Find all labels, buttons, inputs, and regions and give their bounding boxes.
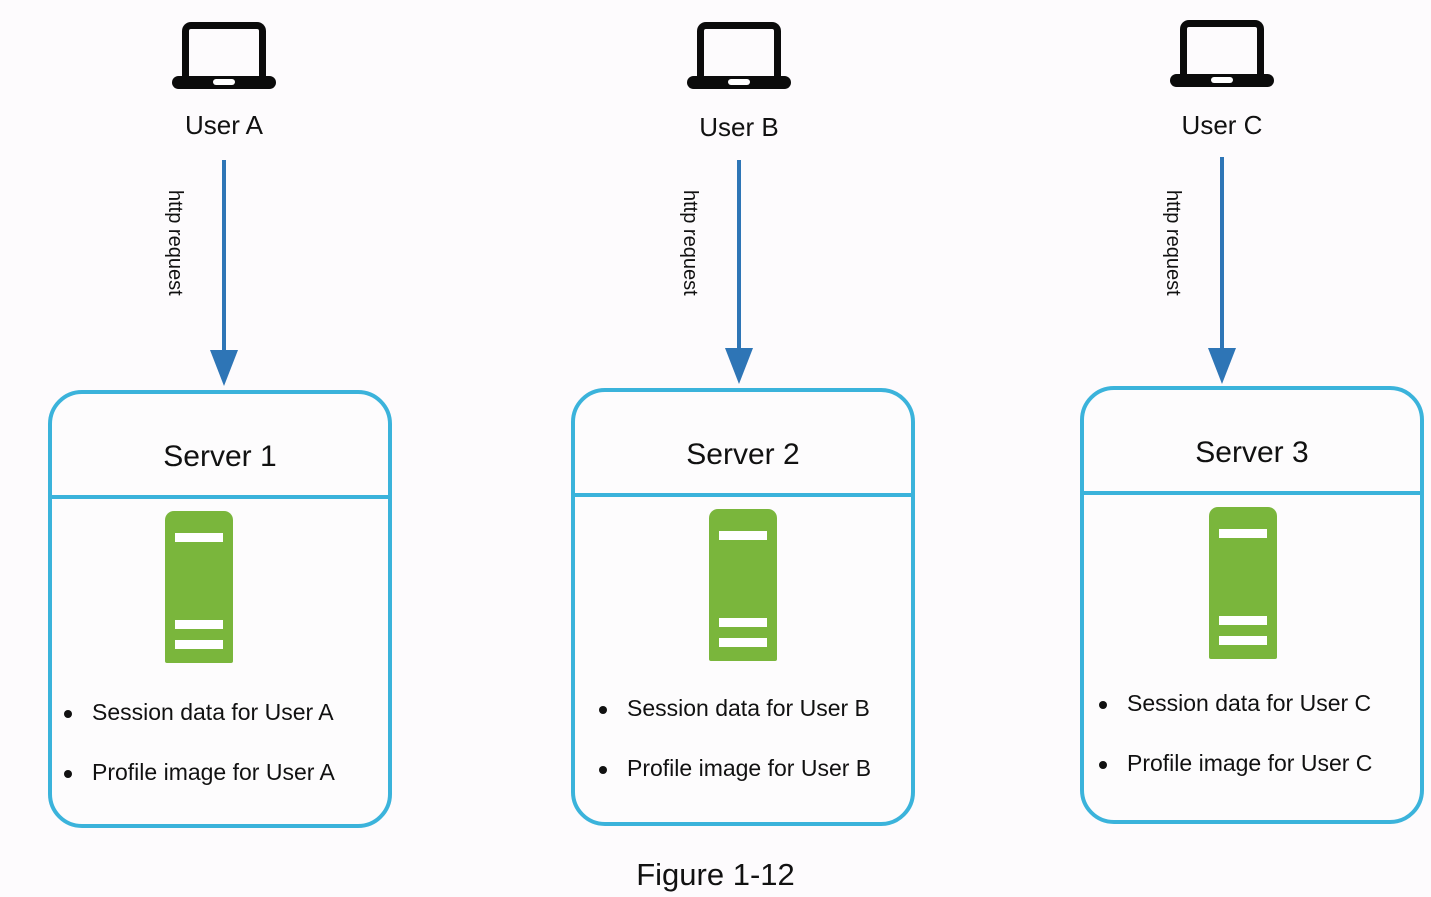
edge-label-http-request-b: http request	[679, 190, 701, 296]
rack-bar	[719, 638, 767, 647]
flow-column-user-a: User A http request Server 1 Session dat…	[0, 0, 448, 897]
server-title-3: Server 3	[1195, 436, 1309, 469]
list-item: Session data for User B	[595, 695, 871, 722]
server-items-2: Session data for User B Profile image fo…	[595, 695, 871, 815]
rack-bar	[175, 620, 223, 629]
server-rack-icon-2	[709, 509, 777, 661]
client-label-user-a: User A	[184, 110, 264, 140]
rack-bar	[175, 640, 223, 649]
server-rack-icon-1	[165, 511, 233, 663]
list-item: Session data for User A	[60, 699, 335, 726]
server-header-divider-2	[574, 493, 912, 497]
rack-bar	[1219, 529, 1267, 538]
laptop-icon	[1170, 20, 1274, 92]
server-box-3: Server 3 Session data for User C Profile…	[1080, 386, 1424, 824]
list-item: Profile image for User C	[1095, 750, 1372, 777]
laptop-screen	[697, 22, 781, 76]
server-items-1: Session data for User A Profile image fo…	[60, 699, 335, 819]
server-rack-icon-3	[1209, 507, 1277, 659]
laptop-notch	[1211, 77, 1233, 83]
server-title-1: Server 1	[163, 440, 277, 473]
flow-column-user-c: User C http request Server 3 Session dat…	[1010, 0, 1431, 897]
client-label-user-c: User C	[1181, 110, 1263, 140]
rack-bar	[1219, 616, 1267, 625]
rack-bar	[1219, 636, 1267, 645]
list-item: Profile image for User A	[60, 759, 335, 786]
edge-label-http-request-a: http request	[164, 190, 186, 296]
client-label-user-b: User B	[699, 112, 779, 142]
arrow-down-icon	[210, 160, 238, 386]
server-title-2: Server 2	[686, 438, 800, 471]
flow-column-user-b: User B http request Server 2 Session dat…	[520, 0, 968, 897]
http-request-arrow-user-b	[719, 160, 759, 384]
rack-bar	[719, 531, 767, 540]
list-item: Profile image for User B	[595, 755, 871, 782]
edge-label-http-request-c: http request	[1162, 190, 1184, 296]
server-header-divider-1	[51, 495, 389, 499]
laptop-screen	[182, 22, 266, 76]
figure-caption: Figure 1-12	[636, 857, 795, 892]
http-request-arrow-user-c	[1202, 157, 1242, 384]
laptop-notch	[728, 79, 750, 85]
laptop-notch	[213, 79, 235, 85]
arrow-down-icon	[1208, 157, 1236, 384]
server-box-1: Server 1 Session data for User A Profile…	[48, 390, 392, 828]
list-item: Session data for User C	[1095, 690, 1372, 717]
rack-bar	[175, 533, 223, 542]
laptop-icon	[172, 22, 276, 94]
arrow-down-icon	[725, 160, 753, 384]
server-header-divider-3	[1083, 491, 1421, 495]
laptop-icon	[687, 22, 791, 94]
laptop-screen	[1180, 20, 1264, 74]
server-box-2: Server 2 Session data for User B Profile…	[571, 388, 915, 826]
server-items-3: Session data for User C Profile image fo…	[1095, 690, 1372, 810]
rack-bar	[719, 618, 767, 627]
http-request-arrow-user-a	[204, 160, 244, 386]
